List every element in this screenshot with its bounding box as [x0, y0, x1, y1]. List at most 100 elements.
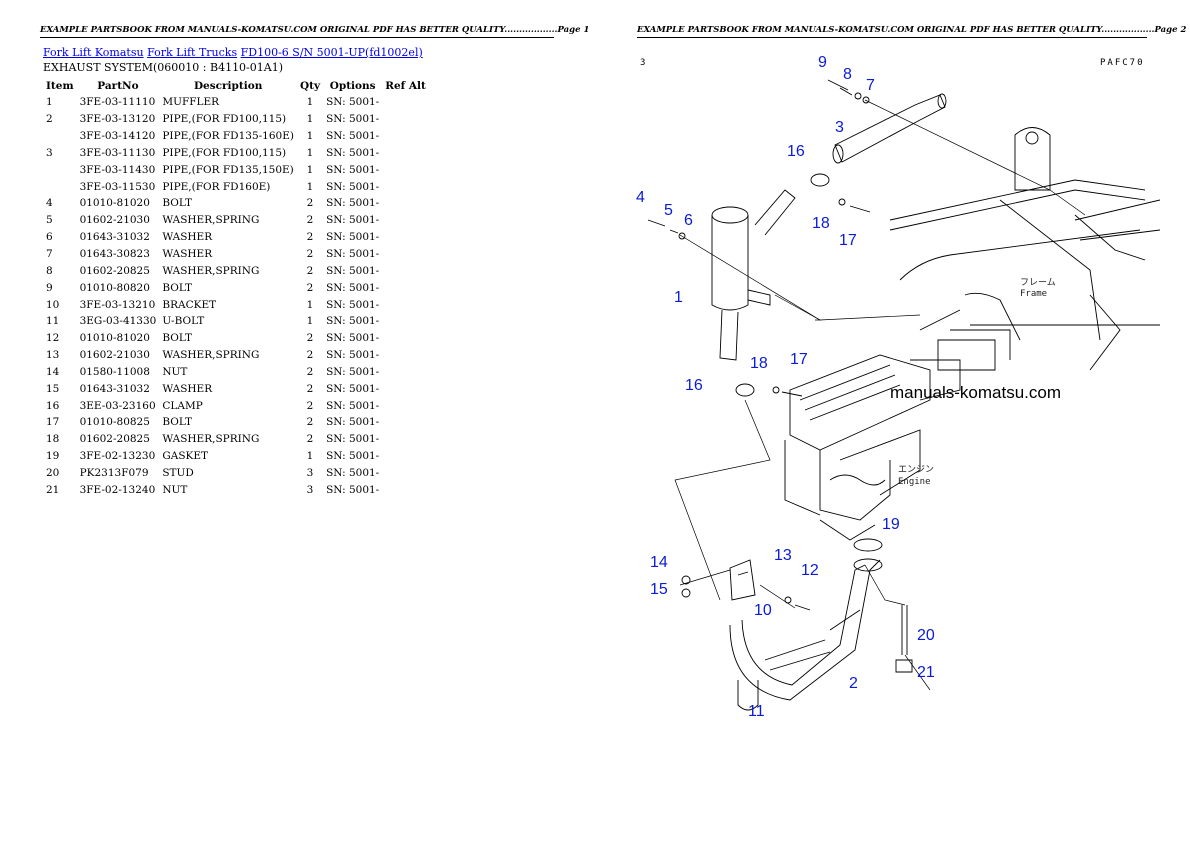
cell-partno: 3FE-03-13120: [79, 113, 156, 126]
cell-item: 7: [46, 248, 53, 261]
cell-ref-alt: [382, 279, 429, 296]
col-header-qty: Qty: [299, 79, 321, 92]
exhaust-pipe-2: [729, 558, 883, 701]
cell-ref-alt: [382, 262, 429, 279]
cell-qty: 2: [306, 349, 314, 362]
cell-options: SN: 5001-: [326, 416, 380, 429]
cell-options: SN: 5001-: [326, 180, 380, 193]
cell-partno: PK2313F079: [79, 466, 149, 479]
cell-options: SN: 5001-: [326, 248, 380, 261]
cell-ref-alt: [382, 145, 429, 162]
cell-qty: 2: [306, 332, 314, 345]
cell-qty: 2: [306, 416, 314, 429]
cell-qty: 3: [306, 483, 314, 496]
cell-options: SN: 5001-: [326, 349, 380, 362]
cell-qty: 2: [306, 197, 314, 210]
cell-options: SN: 5001-: [326, 264, 380, 277]
cell-partno: 3FE-03-11110: [79, 96, 156, 109]
cell-options: SN: 5001-: [326, 130, 380, 143]
cell-description: BOLT: [162, 197, 192, 210]
cell-item: 6: [46, 231, 53, 244]
cell-partno: 01602-20825: [79, 433, 150, 446]
callout-20: 20: [917, 627, 935, 644]
cell-item: 21: [46, 483, 60, 496]
cell-description: BRACKET: [162, 298, 217, 311]
cell-item: 15: [46, 382, 60, 395]
cell-description: NUT: [162, 365, 188, 378]
callout-7: 7: [866, 77, 875, 94]
cell-ref-alt: [382, 481, 429, 498]
cell-description: BOLT: [162, 332, 192, 345]
clamp-16-upper: [810, 173, 830, 187]
cell-item: 1: [46, 96, 53, 109]
cell-ref-alt: [382, 414, 429, 431]
callout-17-lower: 17: [790, 351, 808, 368]
nut-21: [895, 659, 913, 673]
cell-description: MUFFLER: [162, 96, 220, 109]
cell-item: 2: [46, 113, 53, 126]
cell-qty: 1: [306, 450, 314, 463]
cell-ref-alt: [382, 313, 429, 330]
watermark: manuals-komatsu.com: [890, 383, 1061, 402]
col-header-item: Item: [46, 79, 74, 92]
cell-item: 10: [46, 298, 60, 311]
cell-item: [43, 128, 77, 145]
cell-options: SN: 5001-: [326, 483, 380, 496]
cell-options: SN: 5001-: [326, 163, 380, 176]
callout-12: 12: [801, 562, 819, 579]
cell-options: SN: 5001-: [326, 399, 380, 412]
cell-options: SN: 5001-: [326, 96, 380, 109]
breadcrumb-link-fork-lift-komatsu[interactable]: Fork Lift Komatsu: [43, 46, 144, 59]
cell-description: CLAMP: [162, 399, 203, 412]
table-row: 4 01010-81020 BOLT 2 SN: 5001-: [43, 195, 429, 212]
cell-options: SN: 5001-: [326, 197, 380, 210]
cell-partno: 3FE-02-13240: [79, 483, 156, 496]
cell-partno: 3FE-03-11130: [79, 146, 156, 159]
muffler-1: [711, 189, 796, 361]
cell-item: 4: [46, 197, 53, 210]
breadcrumb-link-model[interactable]: FD100-6 S/N 5001-UP(fd1002el): [240, 46, 423, 59]
cell-ref-alt: [382, 178, 429, 195]
cell-partno: 01602-21030: [79, 349, 150, 362]
clamp-16-lower: [735, 383, 755, 397]
cell-options: SN: 5001-: [326, 298, 380, 311]
cell-description: WASHER: [162, 231, 213, 244]
engine-label: Engine: [898, 477, 931, 487]
cell-qty: 1: [306, 113, 314, 126]
leader-lines: [674, 99, 1086, 691]
cell-description: BOLT: [162, 281, 192, 294]
cell-ref-alt: [382, 347, 429, 364]
cell-item: 11: [46, 315, 60, 328]
callout-4: 4: [636, 189, 645, 206]
stud-20: [901, 605, 908, 655]
cell-qty: 1: [306, 96, 314, 109]
cell-ref-alt: [382, 465, 429, 482]
callout-14: 14: [650, 554, 668, 571]
callout-9: 9: [818, 54, 827, 71]
bracket-10: [729, 559, 756, 601]
cell-options: SN: 5001-: [326, 231, 380, 244]
cell-partno: 01010-81020: [79, 197, 150, 210]
diagram-code-right: PAFC70: [1100, 58, 1145, 68]
cell-qty: 2: [306, 248, 314, 261]
callout-6: 6: [684, 212, 693, 229]
breadcrumb-link-fork-lift-trucks[interactable]: Fork Lift Trucks: [147, 46, 238, 59]
cell-item: 19: [46, 450, 60, 463]
cell-item: 3: [46, 146, 53, 159]
cell-qty: 1: [306, 146, 314, 159]
cell-options: SN: 5001-: [326, 332, 380, 345]
cell-description: WASHER,SPRING: [162, 214, 260, 227]
gasket-19: [853, 538, 883, 552]
callout-18-lower: 18: [750, 355, 768, 372]
cell-ref-alt: [382, 212, 429, 229]
small-fasteners: [647, 79, 871, 611]
cell-qty: 2: [306, 264, 314, 277]
cell-options: SN: 5001-: [326, 315, 380, 328]
cell-ref-alt: [382, 448, 429, 465]
